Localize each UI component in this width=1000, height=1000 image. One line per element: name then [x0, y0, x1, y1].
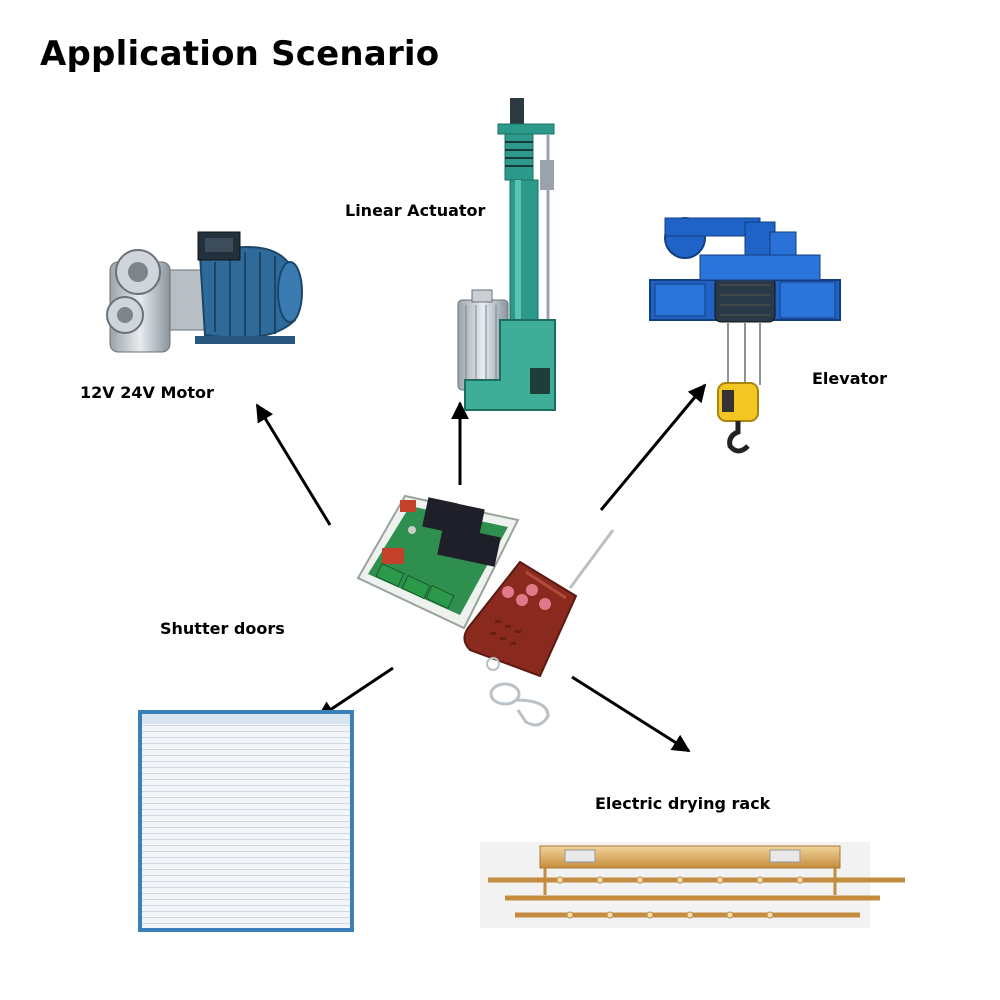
arrow-to-motor	[255, 403, 332, 526]
linear-actuator-icon	[457, 98, 556, 411]
arrows	[255, 383, 707, 753]
page-title: Application Scenario	[40, 34, 440, 74]
label-elevator: Elevator	[812, 369, 888, 388]
label-motor: 12V 24V Motor	[80, 383, 214, 402]
shutter-door-icon	[138, 710, 354, 932]
arrow-to-rack	[571, 675, 691, 753]
motor-pump-icon	[106, 231, 303, 353]
label-drying-rack: Electric drying rack	[595, 794, 771, 813]
label-linear-actuator: Linear Actuator	[345, 201, 486, 220]
remote-control-icon	[463, 529, 615, 727]
drying-rack-icon	[480, 842, 905, 928]
arrow-to-shutter	[316, 666, 394, 720]
label-shutter-doors: Shutter doors	[160, 619, 285, 638]
hoist-icon	[649, 217, 841, 454]
relay-board-icon	[356, 494, 520, 630]
arrow-to-elevator	[599, 383, 707, 511]
